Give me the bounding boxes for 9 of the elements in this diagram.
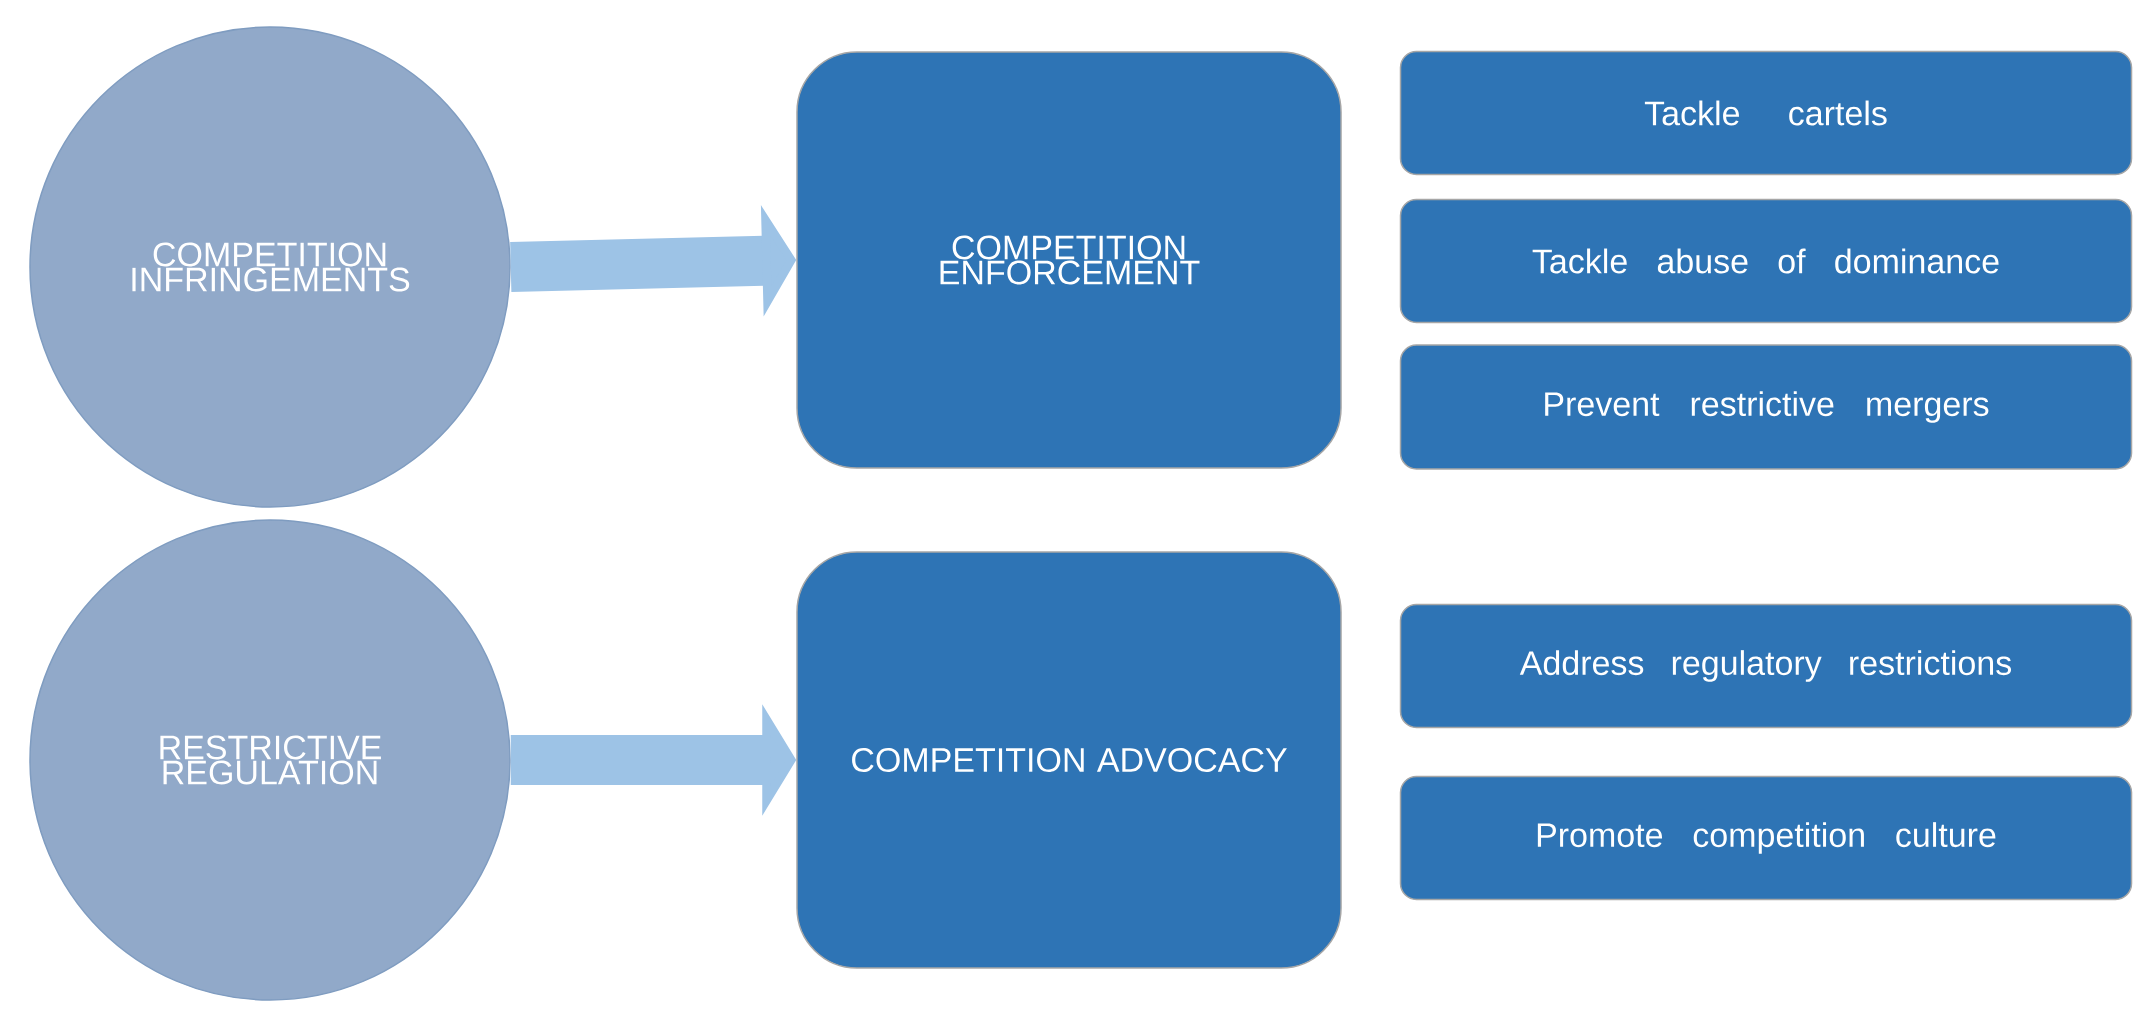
- action-box: Address regulatory restrictions: [1399, 603, 2133, 729]
- process-box: COMPETITION ENFORCEMENT: [796, 51, 1342, 469]
- action-box: Promote competition culture: [1399, 775, 2133, 901]
- circle-node: COMPETITION INFRINGEMENTS: [29, 26, 511, 508]
- circle-node: RESTRICTIVE REGULATION: [29, 519, 511, 1001]
- action-box: Prevent restrictive mergers: [1399, 344, 2133, 470]
- action-box: Tackle abuse of dominance: [1399, 198, 2133, 324]
- process-box: COMPETITION ADVOCACY: [796, 551, 1342, 969]
- action-box: Tackle cartels: [1399, 50, 2133, 176]
